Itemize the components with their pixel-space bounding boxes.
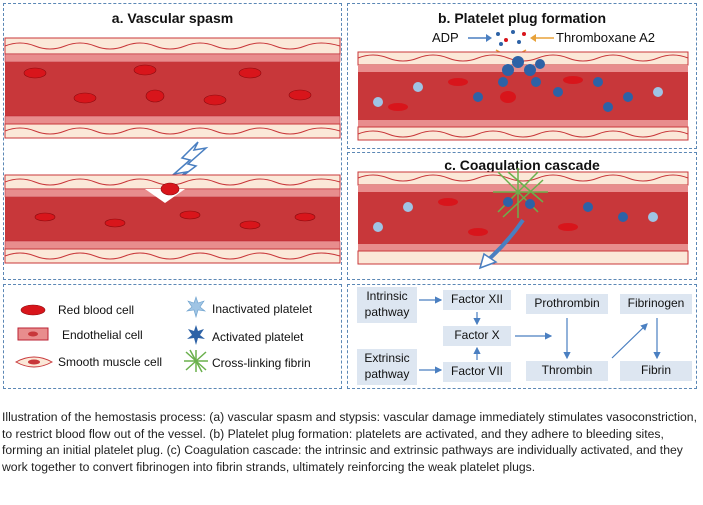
adp-label: ADP xyxy=(432,30,459,45)
fibrin-icon xyxy=(184,349,208,373)
box-thrombin: Thrombin xyxy=(526,361,608,381)
box-factor-vii: Factor VII xyxy=(443,362,511,382)
box-extrinsic: Extrinsic pathway xyxy=(357,349,417,385)
signal-molecules xyxy=(468,30,554,56)
legend-inactivated-platelet: Inactivated platelet xyxy=(212,302,313,316)
panel-c-title: c. Coagulation cascade xyxy=(444,157,600,173)
legend-rbc: Red blood cell xyxy=(58,303,135,317)
legend-smooth-muscle: Smooth muscle cell xyxy=(58,355,163,369)
cascade-panel xyxy=(347,284,697,389)
vessel-constricted xyxy=(4,174,341,264)
box-intrinsic: Intrinsic pathway xyxy=(357,287,417,323)
rbc-icon xyxy=(20,304,46,316)
legend-endothelial: Endothelial cell xyxy=(62,328,143,342)
box-prothrombin: Prothrombin xyxy=(526,294,608,314)
endothelial-icon xyxy=(17,327,49,341)
legend-activated-platelet: Activated platelet xyxy=(212,330,304,344)
thromboxane-label: Thromboxane A2 xyxy=(556,30,656,45)
figure-caption: Illustration of the hemostasis process: … xyxy=(2,410,697,474)
box-fibrin: Fibrin xyxy=(620,361,692,381)
vessel-fibrin xyxy=(357,168,689,270)
panel-platelet-plug: b. Platelet plug formation xyxy=(347,3,697,149)
inactivated-platelet-icon xyxy=(185,296,207,319)
box-fibrinogen: Fibrinogen xyxy=(620,294,692,314)
legend-panel xyxy=(3,284,342,389)
smooth-muscle-icon xyxy=(14,356,54,368)
panel-coagulation: c. Coagulation cascade xyxy=(347,152,697,280)
panel-vascular-spasm: a. Vascular spasm xyxy=(3,3,342,280)
vessel-normal xyxy=(4,37,341,139)
panel-b-title: b. Platelet plug formation xyxy=(437,10,606,26)
legend-fibrin: Cross-linking fibrin xyxy=(212,356,311,370)
vessel-plug xyxy=(357,51,689,141)
box-factor-x: Factor X xyxy=(443,326,511,346)
activated-platelet-icon xyxy=(187,325,205,345)
box-factor-xii: Factor XII xyxy=(443,290,511,310)
panel-a-title: a. Vascular spasm xyxy=(111,10,234,26)
cascade-arrows xyxy=(419,296,661,374)
